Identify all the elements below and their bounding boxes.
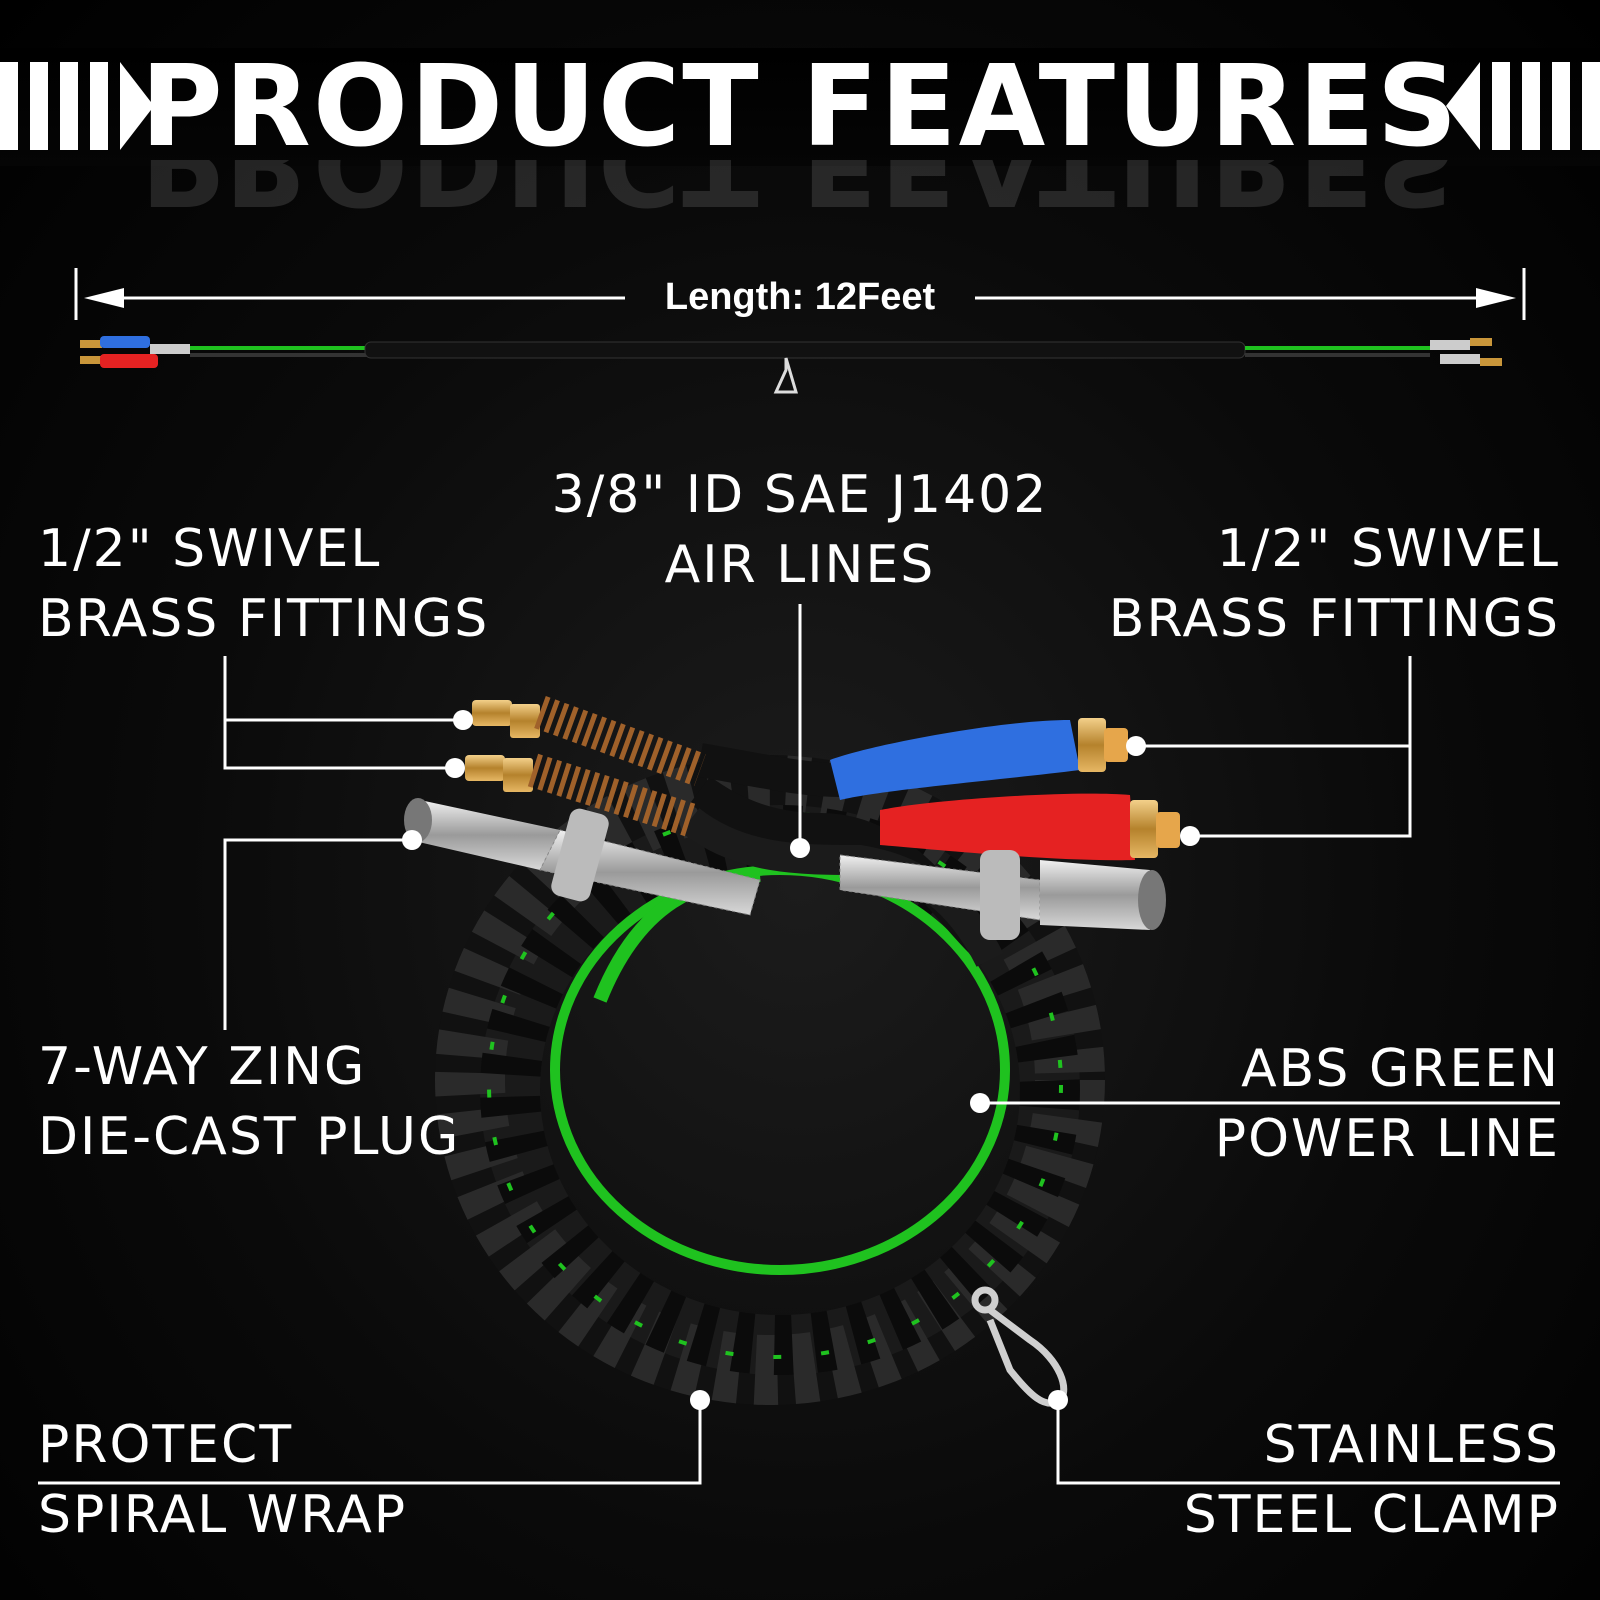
seven-way-plug-left <box>404 798 761 916</box>
callout-power-line: ABS GREEN POWER LINE <box>1215 1034 1560 1174</box>
callout-swivel-left-line2: BRASS FITTINGS <box>38 589 490 649</box>
callout-air-lines-line2: AIR LINES <box>664 535 936 595</box>
callout-power-line-line2: POWER LINE <box>1214 1109 1560 1169</box>
callout-spiral-wrap-line1: PROTECT <box>38 1415 294 1475</box>
callout-clamp-line1: STAINLESS <box>1263 1415 1560 1475</box>
callout-swivel-left-line1: 1/2" SWIVEL <box>38 519 382 579</box>
callout-clamp: STAINLESS STEEL CLAMP <box>1184 1410 1560 1550</box>
blue-handle <box>830 718 1128 800</box>
title-banner <box>0 48 1600 166</box>
callout-plug-line1: 7-WAY ZING <box>38 1037 367 1097</box>
length-label: Length: 12Feet <box>664 276 936 318</box>
callout-spiral-wrap-line2: SPIRAL WRAP <box>38 1485 408 1545</box>
callout-plug-line2: DIE-CAST PLUG <box>38 1107 461 1167</box>
callout-clamp-line2: STEEL CLAMP <box>1183 1485 1560 1545</box>
callout-spiral-wrap: PROTECT SPIRAL WRAP <box>38 1410 407 1550</box>
callout-swivel-right-line1: 1/2" SWIVEL <box>1216 519 1560 579</box>
callout-power-line-line1: ABS GREEN <box>1241 1039 1560 1099</box>
page-title: PRODUCT FEATURES <box>140 42 1460 172</box>
steel-clamp <box>971 1286 1068 1407</box>
spiral-wrap-coil <box>435 755 1105 1405</box>
callout-swivel-right-line2: BRASS FITTINGS <box>1108 589 1560 649</box>
brass-fitting-left-upper <box>472 696 706 786</box>
callout-dots <box>402 710 1200 1410</box>
cable-thumbnail <box>80 336 1502 394</box>
seven-way-plug-right <box>839 850 1166 940</box>
callout-air-lines: 3/8" ID SAE J1402 AIR LINES <box>500 460 1100 600</box>
callout-plug: 7-WAY ZING DIE-CAST PLUG <box>38 1032 460 1172</box>
callout-swivel-left: 1/2" SWIVEL BRASS FITTINGS <box>38 514 489 654</box>
callout-lines <box>38 604 1560 1485</box>
brass-fitting-left-lower <box>465 753 696 837</box>
left-chevron-decoration <box>0 62 154 150</box>
right-chevron-decoration <box>1446 62 1600 150</box>
red-handle <box>880 793 1180 861</box>
callout-swivel-right: 1/2" SWIVEL BRASS FITTINGS <box>1109 514 1560 654</box>
callout-air-lines-line1: 3/8" ID SAE J1402 <box>551 465 1049 525</box>
length-diagram <box>74 268 1526 394</box>
